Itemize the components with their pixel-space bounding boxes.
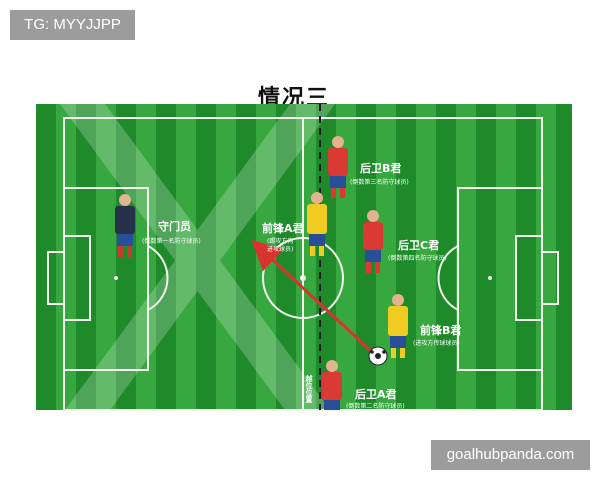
defender-a-label: 后卫A君 xyxy=(355,387,397,401)
watermark-top: TG: MYYJJPP xyxy=(10,10,135,40)
goalkeeper-note: (倒数第一名防守球员) xyxy=(142,237,201,245)
forward-b-label: 前锋B君 xyxy=(420,323,461,337)
penalty-spot-left xyxy=(114,276,118,280)
x-highlight xyxy=(60,104,335,410)
goalkeeper-player xyxy=(115,194,135,258)
forward-a-player xyxy=(307,192,327,256)
forward-b-note: (进攻方传球球员) xyxy=(413,339,460,347)
defender-a-player xyxy=(322,360,342,410)
defender-b-player xyxy=(328,136,348,198)
ball xyxy=(368,346,388,366)
forward-b-player xyxy=(388,294,408,358)
center-spot xyxy=(300,275,306,281)
defender-c-player xyxy=(363,210,383,273)
defender-c-note: (倒数第四名防守球员) xyxy=(388,254,447,262)
field-lines xyxy=(47,117,559,411)
defender-b-label: 后卫B君 xyxy=(360,161,401,175)
forward-a-note-2: 进攻球员) xyxy=(267,245,293,253)
pass-arrow xyxy=(251,239,374,354)
goalkeeper-label: 守门员 xyxy=(158,219,191,233)
forward-a-note-1: (踢攻方向 xyxy=(267,237,293,245)
defender-c-label: 后卫C君 xyxy=(398,238,439,252)
forward-a-label: 前锋A君 xyxy=(262,221,304,235)
defender-b-note: (倒数第三名防守球员) xyxy=(350,178,409,186)
watermark-bottom: goalhubpanda.com xyxy=(431,440,590,470)
offside-position-label: 越位位置 xyxy=(305,374,314,404)
penalty-spot-right xyxy=(488,276,492,280)
defender-a-note: (倒数第二名防守球员) xyxy=(346,402,405,410)
